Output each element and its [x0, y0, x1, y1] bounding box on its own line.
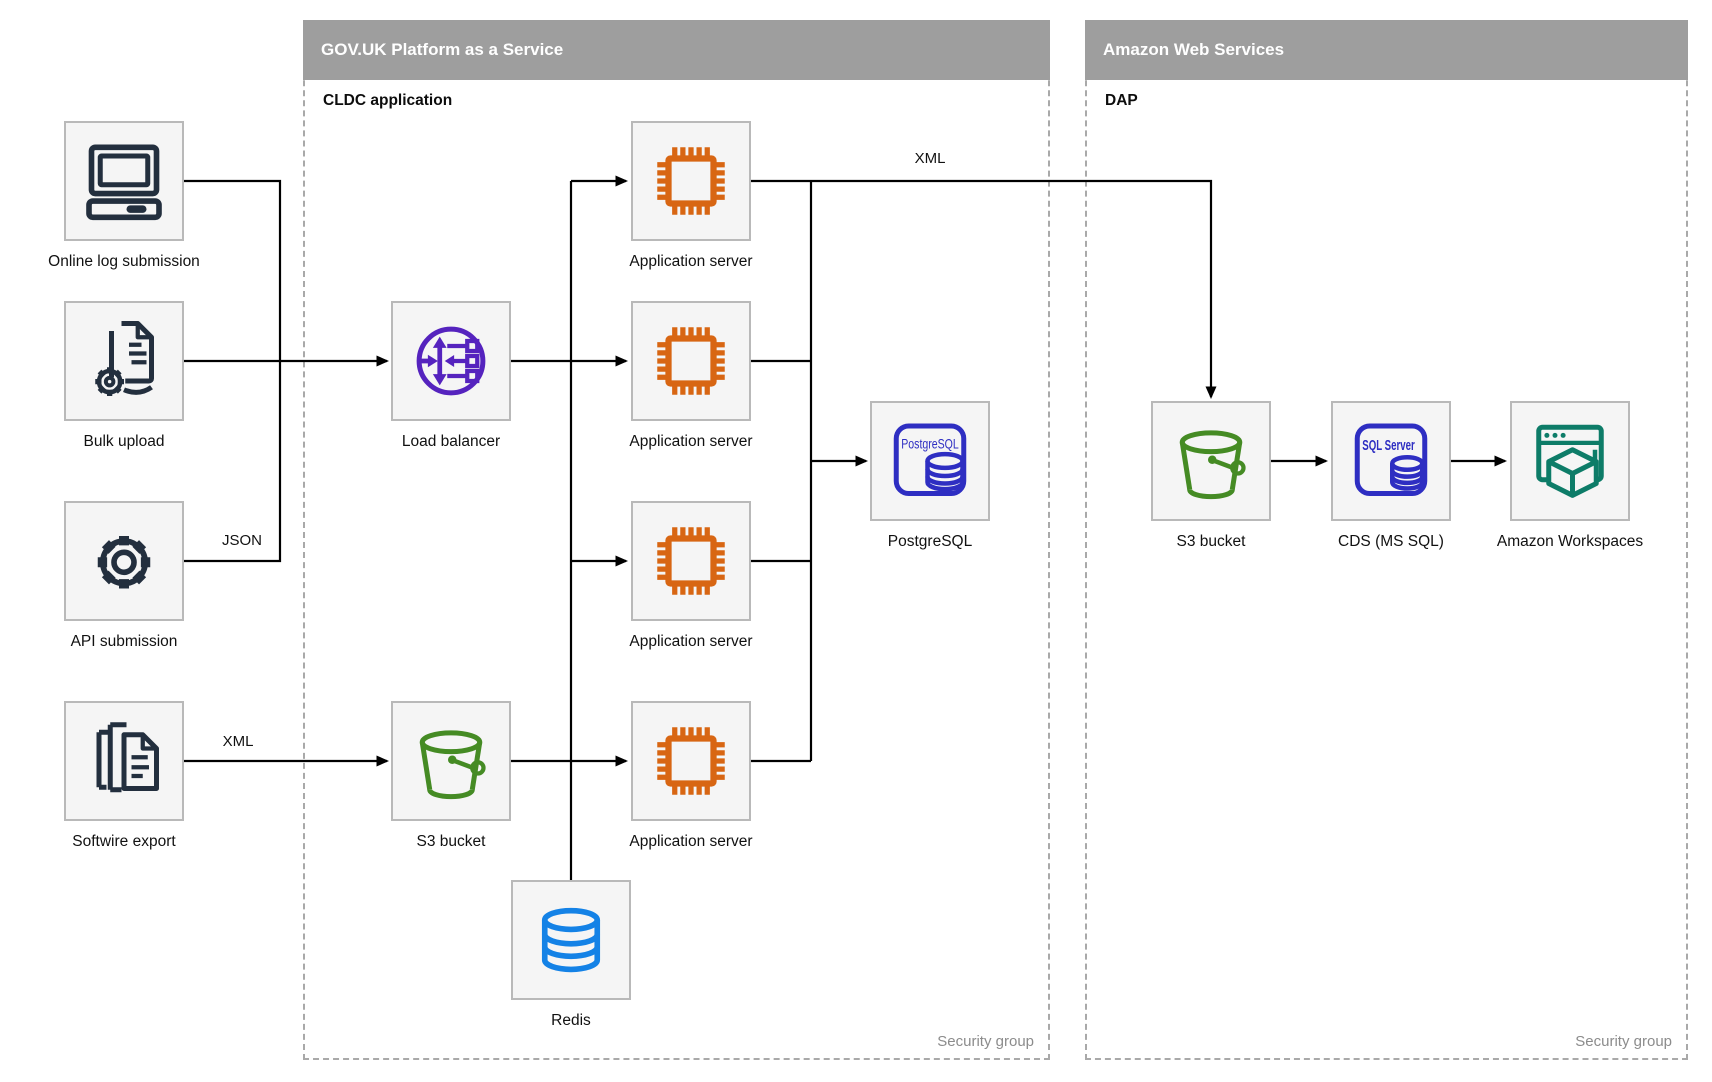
bucket-icon	[1179, 430, 1246, 500]
node-label: Load balancer	[401, 433, 501, 450]
edge-online-log-to-merge	[184, 179, 282, 361]
node-label: Softwire export	[72, 833, 176, 850]
node-softwire-export	[64, 701, 184, 821]
node-label: Application server	[629, 433, 753, 450]
load-balancer-icon	[416, 326, 486, 396]
node-app-server-2	[631, 301, 751, 421]
security-group-label: Security group	[937, 1033, 1034, 1050]
node-postgresql: PostgreSQL	[870, 401, 990, 521]
node-label: Application server	[629, 633, 753, 650]
node-label: CDS (MS SQL)	[1338, 533, 1444, 550]
container-sublabel-cldc: CLDC application	[323, 92, 453, 109]
node-label: S3 bucket	[416, 833, 486, 850]
node-amazon-workspaces	[1510, 401, 1630, 521]
chip-icon	[657, 327, 725, 395]
node-label: Application server	[629, 833, 753, 850]
sql-server-icon-text: SQL Server	[1362, 438, 1415, 454]
container-title: GOV.UK Platform as a Service	[321, 40, 564, 59]
bucket-icon	[419, 730, 486, 800]
chip-icon	[657, 727, 725, 795]
container-header-aws: Amazon Web Services	[1085, 20, 1688, 80]
security-group-label: Security group	[1575, 1033, 1672, 1050]
chip-icon	[657, 527, 725, 595]
container-title: Amazon Web Services	[1103, 40, 1285, 59]
postgresql-icon-text: PostgreSQL	[901, 437, 959, 452]
container-govuk-paas: GOV.UK Platform as a Service CLDC applic…	[303, 20, 1050, 1060]
node-load-balancer	[391, 301, 511, 421]
container-sublabel-dap: DAP	[1105, 92, 1138, 109]
node-label: Redis	[551, 1012, 591, 1029]
node-bulk-upload	[64, 301, 184, 421]
node-app-server-1	[631, 121, 751, 241]
node-app-server-4	[631, 701, 751, 821]
postgresql-db-icon: PostgreSQL	[893, 423, 967, 496]
node-label: S3 bucket	[1176, 533, 1246, 550]
edge-label-json: JSON	[221, 532, 263, 549]
node-label: Online log submission	[48, 253, 200, 270]
node-api-submission	[64, 501, 184, 621]
node-app-server-3	[631, 501, 751, 621]
edge-label-xml-softwire: XML	[222, 733, 254, 750]
node-label: API submission	[70, 633, 178, 650]
database-cylinder-icon	[541, 907, 601, 973]
container-aws: Amazon Web Services DAP Security group	[1085, 20, 1688, 1060]
chip-icon	[657, 147, 725, 215]
node-redis	[511, 880, 631, 1000]
container-header-govuk-paas: GOV.UK Platform as a Service	[303, 20, 1050, 80]
documents-stack-icon	[96, 722, 159, 793]
computer-icon	[86, 144, 162, 221]
node-label: PostgreSQL	[887, 533, 973, 550]
gear-icon	[97, 536, 151, 589]
node-online-log-submission	[64, 121, 184, 241]
workspaces-icon	[1536, 424, 1604, 498]
node-label: Amazon Workspaces	[1496, 533, 1644, 550]
document-gear-icon	[95, 321, 154, 396]
sql-server-db-icon: SQL Server	[1354, 423, 1428, 496]
node-s3-bucket-aws	[1151, 401, 1271, 521]
node-s3-bucket-paas	[391, 701, 511, 821]
node-label: Application server	[629, 253, 753, 270]
edge-api-to-merge	[184, 361, 282, 563]
node-label: Bulk upload	[83, 433, 165, 450]
node-cds-ms-sql: SQL Server	[1331, 401, 1451, 521]
edge-label-xml-top: XML	[914, 150, 946, 167]
